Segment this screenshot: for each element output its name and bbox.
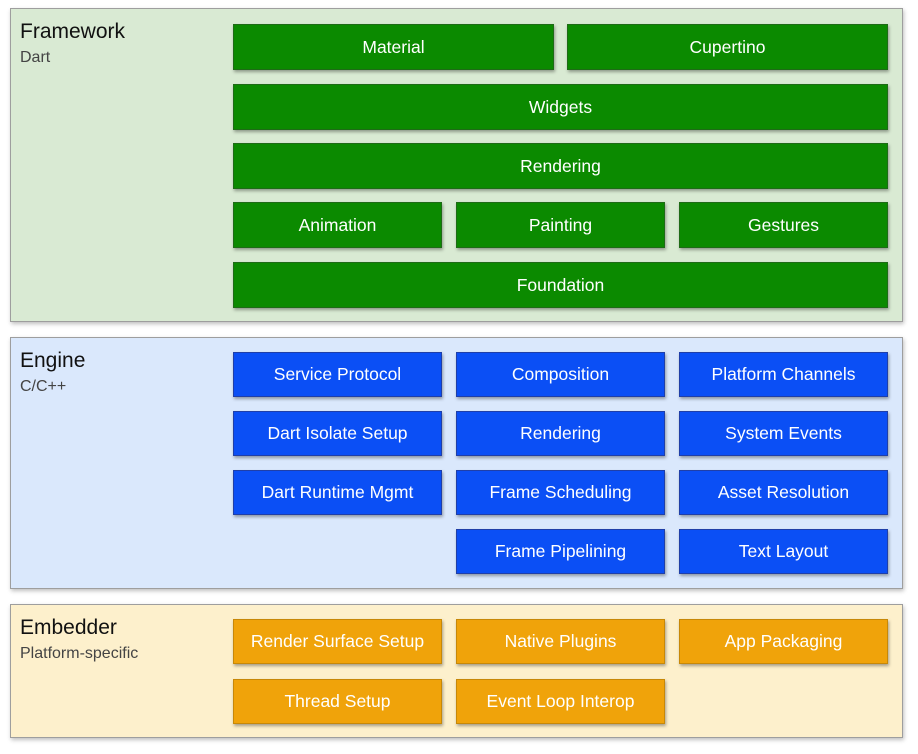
cupertino-box: Cupertino — [567, 24, 888, 70]
event-loop-interop-box: Event Loop Interop — [456, 679, 665, 724]
widgets-box: Widgets — [233, 84, 888, 130]
platform-channels-box: Platform Channels — [679, 352, 888, 397]
gestures-box: Gestures — [679, 202, 888, 248]
system-events-box: System Events — [679, 411, 888, 456]
thread-setup-box: Thread Setup — [233, 679, 442, 724]
app-packaging-box: App Packaging — [679, 619, 888, 664]
embedder-title: Embedder — [20, 616, 117, 639]
text-layout-box: Text Layout — [679, 529, 888, 574]
painting-box: Painting — [456, 202, 665, 248]
dart-runtime-mgmt-box: Dart Runtime Mgmt — [233, 470, 442, 515]
composition-box: Composition — [456, 352, 665, 397]
asset-resolution-box: Asset Resolution — [679, 470, 888, 515]
frame-pipelining-box: Frame Pipelining — [456, 529, 665, 574]
frame-scheduling-box: Frame Scheduling — [456, 470, 665, 515]
render-surface-setup-box: Render Surface Setup — [233, 619, 442, 664]
service-protocol-box: Service Protocol — [233, 352, 442, 397]
engine-rendering-box: Rendering — [456, 411, 665, 456]
framework-rendering-box: Rendering — [233, 143, 888, 189]
embedder-subtitle: Platform-specific — [20, 645, 139, 662]
material-box: Material — [233, 24, 554, 70]
framework-title: Framework — [20, 20, 126, 43]
engine-title: Engine — [20, 349, 86, 372]
foundation-box: Foundation — [233, 262, 888, 308]
engine-subtitle: C/C++ — [20, 378, 67, 395]
dart-isolate-setup-box: Dart Isolate Setup — [233, 411, 442, 456]
native-plugins-box: Native Plugins — [456, 619, 665, 664]
animation-box: Animation — [233, 202, 442, 248]
framework-subtitle: Dart — [20, 49, 51, 66]
